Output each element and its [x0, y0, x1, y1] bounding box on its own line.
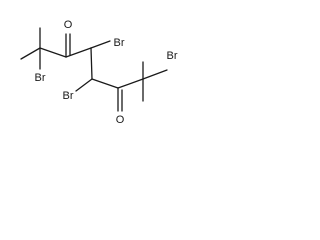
- atom-br-4: Br: [167, 50, 178, 62]
- bond-c3-c4: [65, 47, 92, 58]
- bond-c4-c5: [90, 47, 93, 80]
- atom-br-3: Br: [63, 90, 74, 102]
- bond-methyl-c2-left: [20, 47, 41, 60]
- bond-c6-c7: [117, 78, 144, 89]
- bond-c5-br: [75, 78, 93, 92]
- atom-br-1: Br: [35, 72, 46, 84]
- bond-c7-methyl-right: [142, 69, 168, 80]
- atom-labels: Br O Br Br O Br: [35, 19, 178, 126]
- bond-c5-c6: [91, 78, 119, 89]
- bonds: [20, 27, 168, 112]
- structural-formula: Br O Br Br O Br: [20, 19, 178, 126]
- bond-c2-c3: [39, 47, 67, 58]
- atom-br-2: Br: [114, 37, 125, 49]
- atom-o-1: O: [64, 19, 73, 31]
- atom-o-2: O: [116, 114, 125, 126]
- bond-c4-br: [90, 40, 111, 49]
